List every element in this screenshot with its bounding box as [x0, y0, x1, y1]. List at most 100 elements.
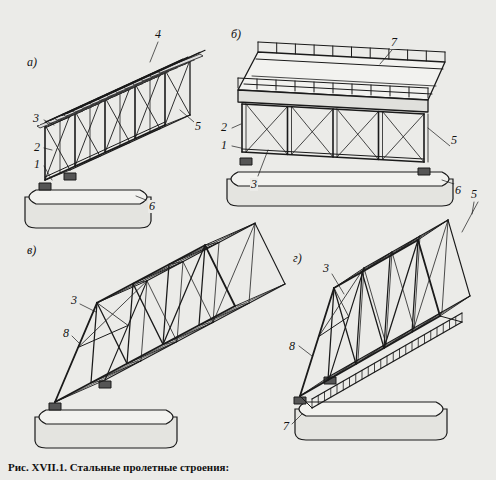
callout-number: 6: [148, 200, 156, 213]
structure-stroke: [295, 81, 296, 91]
subfigure-letter: в): [26, 244, 37, 257]
structure-stroke: [380, 50, 392, 64]
structure-stroke: [300, 288, 334, 396]
structure-stroke: [312, 399, 313, 408]
pier-top: [29, 190, 147, 204]
structure-stroke: [383, 112, 425, 163]
structure-stroke: [246, 107, 288, 153]
callout-number: 4: [154, 28, 162, 41]
structure-stroke: [232, 146, 241, 148]
structure-stroke: [332, 46, 333, 56]
structure-stroke: [287, 107, 289, 155]
structure-stroke: [362, 370, 363, 379]
structure-stroke: [258, 42, 259, 52]
structure-stroke: [384, 240, 418, 348]
structure-stroke: [258, 150, 268, 176]
figure-caption: Рис. XVII.1. Стальные пролетные строения…: [8, 461, 229, 473]
structure-stroke: [380, 360, 381, 369]
pier-top: [39, 410, 173, 424]
structure-stroke: [235, 303, 249, 306]
pier-top: [231, 172, 449, 186]
structure-stroke: [299, 346, 312, 356]
structure-stroke: [164, 70, 166, 125]
structure-stroke: [356, 272, 362, 364]
structure-stroke: [418, 240, 440, 316]
structure-stroke: [314, 45, 315, 55]
structure-stroke: [462, 202, 478, 232]
structure-stroke: [246, 104, 288, 155]
structure-stroke: [177, 262, 183, 342]
structure-stroke: [97, 303, 127, 364]
callout-number: 6: [454, 184, 462, 197]
structure-stroke: [44, 148, 52, 150]
structure-stroke: [165, 115, 190, 125]
structure-stroke: [74, 111, 76, 166]
structure-stroke: [399, 349, 400, 358]
callout-number: 8: [288, 340, 296, 353]
structure-stroke: [332, 109, 334, 157]
structure-stroke: [337, 109, 379, 160]
structure-stroke: [355, 374, 356, 383]
pier-top: [299, 402, 443, 416]
structure-stroke: [437, 327, 438, 336]
structure-stroke: [407, 50, 408, 60]
structure-stroke: [244, 84, 432, 94]
structure-stroke: [378, 112, 380, 160]
callout-number: 5: [450, 134, 458, 147]
structure-stroke: [318, 395, 319, 404]
structure-stroke: [330, 388, 331, 397]
structure-stroke: [147, 281, 177, 342]
structure-stroke: [150, 42, 158, 62]
structure-stroke: [423, 114, 425, 162]
structure-stroke: [252, 76, 436, 86]
structure-stroke: [67, 50, 205, 113]
structure-stroke: [44, 166, 52, 180]
callout-number: 7: [390, 36, 398, 49]
structure-stroke: [371, 85, 372, 95]
structure-stroke: [364, 268, 386, 344]
structure-stroke: [180, 110, 194, 122]
structure-stroke: [362, 272, 384, 348]
structure-stroke: [412, 240, 418, 332]
structure-stroke: [127, 284, 133, 364]
structure-stroke: [412, 342, 413, 351]
structure-stroke: [136, 196, 146, 200]
callout-number: 3: [70, 294, 78, 307]
callout-number: 3: [250, 178, 258, 191]
structure-stroke: [189, 60, 190, 115]
structure-stroke: [120, 91, 121, 146]
callout-number: 5: [194, 120, 202, 133]
structure-stroke: [257, 79, 258, 89]
structure-stroke: [448, 220, 470, 296]
structure-stroke: [352, 84, 353, 94]
structure-stroke: [163, 245, 205, 344]
structure-stroke: [97, 303, 128, 326]
callout-number: 2: [33, 141, 41, 154]
subfigure-letter: б): [230, 28, 242, 41]
structure-stroke: [384, 256, 390, 348]
structure-stroke: [332, 274, 344, 294]
structure-stroke: [295, 44, 296, 54]
structure-stroke: [383, 114, 425, 160]
structure-stroke: [104, 98, 106, 153]
structure-stroke: [343, 381, 344, 390]
structure-stroke: [393, 352, 394, 361]
structure-stroke: [312, 313, 462, 399]
bearing: [49, 403, 61, 410]
structure-stroke: [91, 303, 97, 383]
callout-number: 3: [32, 112, 40, 125]
bearing: [64, 173, 76, 180]
sleeper: [157, 54, 203, 73]
structure-stroke: [292, 107, 334, 158]
structure-stroke: [387, 356, 388, 365]
structure-stroke: [324, 392, 325, 401]
structure-stroke: [449, 320, 450, 329]
structure-stroke: [337, 109, 338, 157]
structure-stroke: [382, 112, 383, 160]
bearing: [240, 158, 252, 165]
structure-stroke: [60, 118, 61, 173]
structure-stroke: [428, 114, 429, 162]
structure-stroke: [312, 322, 462, 408]
structure-stroke: [133, 284, 163, 345]
structure-stroke: [97, 245, 205, 303]
